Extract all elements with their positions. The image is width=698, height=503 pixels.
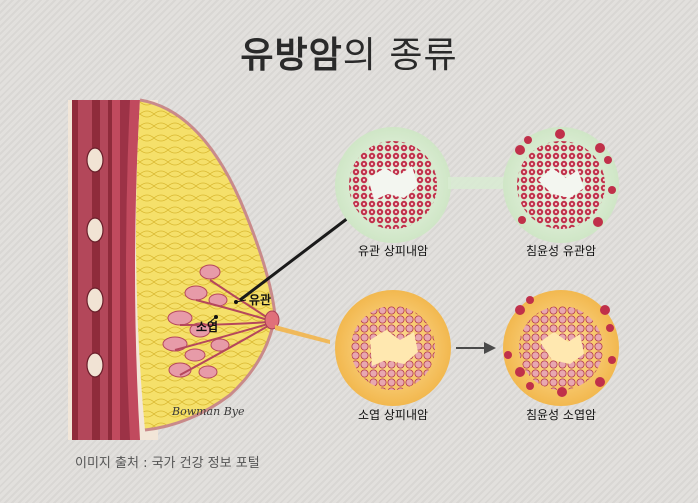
title-bold: 유방암	[240, 35, 343, 76]
panel-label-idc: 침윤성 유관암	[525, 244, 597, 258]
label-lobule: 소엽	[196, 320, 219, 334]
page-title: 유방암의 종류	[0, 26, 698, 78]
panel-label-ilc: 침윤성 소엽암	[525, 408, 597, 422]
artist-signature: Bowman Bye	[172, 405, 245, 418]
breast-anatomy	[68, 98, 280, 440]
duct-connector	[448, 177, 508, 189]
panel-ilc-image	[503, 290, 619, 406]
image-source: 이미지 출처 : 국가 건강 정보 포털	[75, 456, 260, 471]
panel-idc-image	[503, 127, 619, 243]
title-light: 의 종류	[342, 35, 458, 76]
duct-pointer-line	[239, 216, 349, 302]
panel-dcis-image	[335, 127, 451, 243]
panel-label-lcis: 소엽 상피내암	[357, 408, 429, 422]
panel-label-dcis: 유관 상피내암	[357, 244, 429, 258]
panel-lcis-image	[335, 290, 451, 406]
label-duct: 유관	[249, 293, 272, 307]
progression-arrow	[456, 342, 496, 354]
lobule-pointer	[275, 325, 330, 344]
